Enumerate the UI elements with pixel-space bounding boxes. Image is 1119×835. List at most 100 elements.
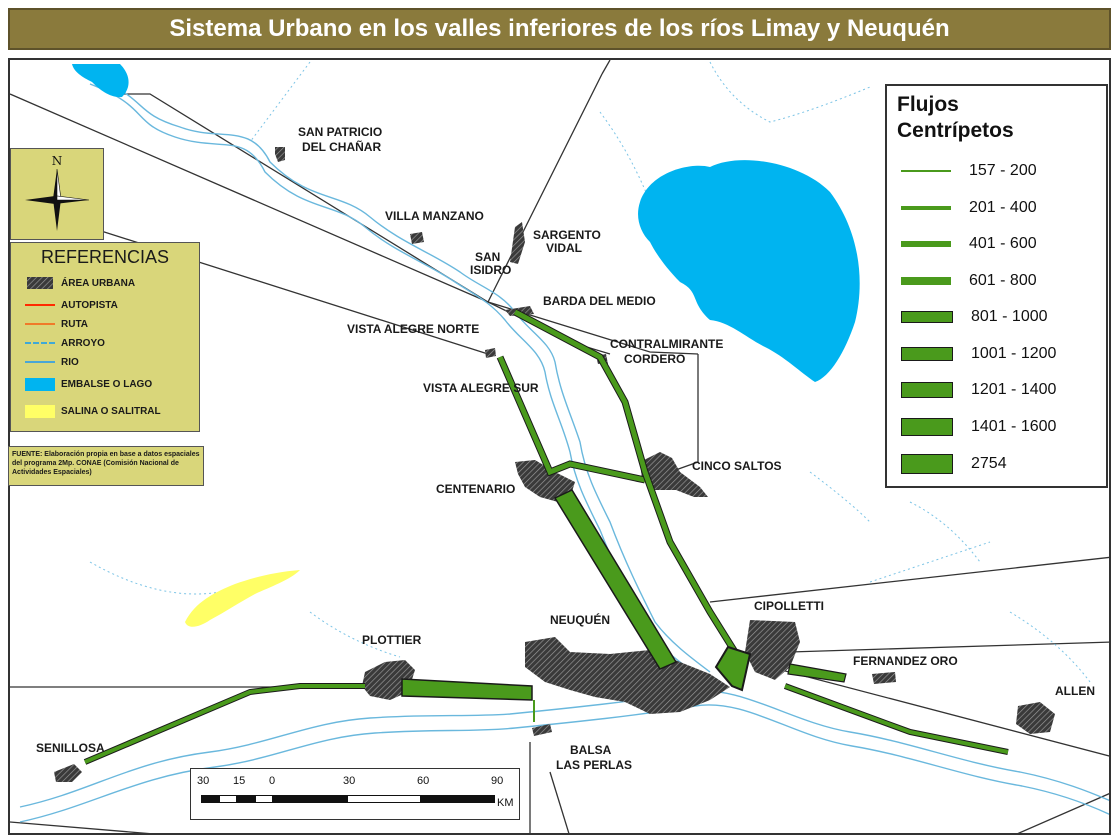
flow-swatch xyxy=(901,417,953,436)
legend-label: 401 - 600 xyxy=(969,235,1037,252)
salina-shape xyxy=(185,570,300,627)
legend-title-line: Centrípetos xyxy=(897,119,1014,142)
scale-segment xyxy=(201,795,219,803)
flow-swatch xyxy=(901,241,951,247)
road-line xyxy=(789,641,1109,653)
scale-segment xyxy=(347,795,421,803)
stream-line xyxy=(909,501,981,563)
ref-label: ÁREA URBANA xyxy=(61,277,136,289)
river-line xyxy=(19,704,1109,823)
map-title-bar: Sistema Urbano en los valles inferiores … xyxy=(8,8,1111,50)
stream-line xyxy=(869,541,991,583)
hatched-area-icon xyxy=(25,277,55,289)
ref-item-salina: SALINA O SALITRAL xyxy=(25,405,161,418)
stream-line xyxy=(309,611,401,658)
scale-tick-label: 90 xyxy=(491,775,504,787)
scale-tick-label: 15 xyxy=(233,775,246,787)
place-label: VILLA MANZANO xyxy=(385,209,484,223)
ref-label: ARROYO xyxy=(61,337,105,349)
compass-rose-icon: N xyxy=(25,154,90,231)
road-line xyxy=(10,821,150,833)
legend-row: 1401 - 1600 xyxy=(901,417,1057,436)
scale-unit: KM xyxy=(497,797,514,809)
scale-segment xyxy=(255,795,273,803)
stream-line xyxy=(599,111,651,203)
urban-area xyxy=(1016,702,1055,734)
flow-lines xyxy=(83,308,1009,765)
legend-label: 1001 - 1200 xyxy=(971,344,1057,362)
map-title: Sistema Urbano en los valles inferiores … xyxy=(169,15,950,42)
scale-tick-label: 30 xyxy=(197,775,210,787)
scale-tick-label: 60 xyxy=(417,775,430,787)
flow-line xyxy=(787,663,847,683)
ref-item-urban: ÁREA URBANA xyxy=(25,277,135,289)
urban-area xyxy=(640,452,708,497)
urban-area xyxy=(54,764,82,782)
place-label: SENILLOSA xyxy=(36,741,105,755)
flow-line xyxy=(784,684,1009,754)
scale-segment xyxy=(237,795,255,803)
place-label: BARDA DEL MEDIO xyxy=(543,294,656,308)
flow-swatch xyxy=(901,276,951,285)
place-label: ALLEN xyxy=(1055,684,1095,698)
flow-swatch xyxy=(901,454,953,474)
place-label: SAN xyxy=(475,250,500,264)
road-line xyxy=(669,354,699,473)
lake-shape xyxy=(638,160,860,382)
autopista-line-icon xyxy=(25,299,55,311)
compass-panel: N xyxy=(10,148,104,240)
place-label: ISIDRO xyxy=(470,263,511,277)
stream-line xyxy=(709,61,871,123)
ref-label: EMBALSE O LAGO xyxy=(61,378,153,390)
place-label: BALSA xyxy=(570,743,612,757)
road-line xyxy=(10,93,489,303)
scale-segment xyxy=(421,795,495,803)
place-label: FERNANDEZ ORO xyxy=(853,654,958,668)
legend-label: 201 - 400 xyxy=(969,198,1037,216)
ref-item-rio: RIO xyxy=(25,356,79,368)
place-label: VIDAL xyxy=(546,241,582,255)
legend-row: 157 - 200 xyxy=(901,162,1037,180)
road-line xyxy=(487,301,699,355)
river-line xyxy=(19,690,1109,808)
urban-area xyxy=(745,620,800,680)
urban-area xyxy=(485,348,496,358)
references-panel: REFERENCIAS ÁREA URBANA AUTOPISTA RUTA A… xyxy=(10,242,200,432)
flow-line xyxy=(83,683,365,765)
scale-segment xyxy=(219,795,237,803)
source-note: FUENTE: Elaboración propia en base a dat… xyxy=(8,446,204,486)
place-label: VISTA ALEGRE NORTE xyxy=(347,322,479,336)
flow-line xyxy=(497,356,646,483)
river-line xyxy=(84,73,711,673)
salina-fill-icon xyxy=(25,405,55,418)
place-label: SAN PATRICIO xyxy=(298,125,382,139)
place-label: CORDERO xyxy=(624,352,685,366)
road-line xyxy=(549,771,570,833)
stream-line xyxy=(1009,611,1091,683)
scale-tick-label: 0 xyxy=(269,775,276,787)
urban-areas xyxy=(54,147,1055,782)
ruta-line-icon xyxy=(25,318,55,330)
place-label: DEL CHAÑAR xyxy=(302,139,381,154)
flow-line xyxy=(553,489,678,670)
legend-label: 1401 - 1600 xyxy=(971,417,1057,435)
river-limay xyxy=(19,690,1109,823)
urban-area xyxy=(510,222,525,264)
legend-row: 801 - 1000 xyxy=(901,308,1048,326)
flow-line xyxy=(714,645,752,692)
road-line xyxy=(1017,793,1109,833)
place-label: CIPOLLETTI xyxy=(754,599,824,613)
ref-item-lago: EMBALSE O LAGO xyxy=(25,378,153,391)
stream-network xyxy=(89,61,1091,683)
place-label: SARGENTO xyxy=(533,228,601,242)
stream-line xyxy=(89,561,221,595)
urban-area xyxy=(275,147,285,162)
stream-line xyxy=(249,61,311,143)
flow-swatch xyxy=(901,205,951,210)
place-label: CINCO SALTOS xyxy=(692,459,782,473)
ref-label: SALINA O SALITRAL xyxy=(61,405,161,417)
flow-swatch xyxy=(901,311,953,323)
legend-label: 801 - 1000 xyxy=(971,308,1048,325)
urban-area xyxy=(872,672,896,684)
flow-line xyxy=(84,684,365,764)
